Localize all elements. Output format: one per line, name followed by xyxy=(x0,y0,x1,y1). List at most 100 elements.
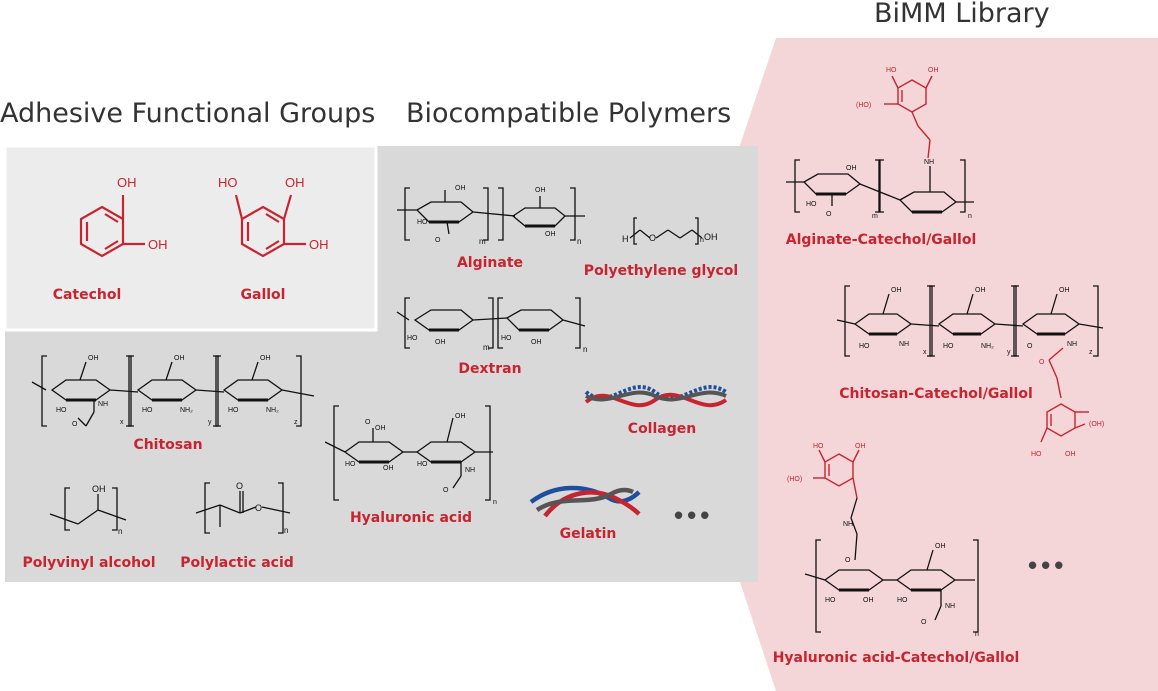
svg-text:OH: OH xyxy=(846,165,857,172)
oh-label: OH xyxy=(148,237,168,252)
svg-text:z: z xyxy=(1089,349,1093,356)
gallol-label: Gallol xyxy=(240,287,286,303)
svg-text:NH₂: NH₂ xyxy=(981,343,994,350)
collagen-graphic xyxy=(584,385,728,408)
svg-text:HO: HO xyxy=(1031,451,1042,458)
svg-text:O: O xyxy=(255,503,262,513)
svg-text:OH: OH xyxy=(435,339,446,346)
svg-text:OH: OH xyxy=(855,443,866,450)
svg-text:x: x xyxy=(120,419,124,426)
pva-label: Polyvinyl alcohol xyxy=(22,555,156,571)
svg-text:OH: OH xyxy=(935,543,946,550)
svg-text:O: O xyxy=(826,211,832,218)
svg-text:NH: NH xyxy=(945,603,955,610)
svg-text:m: m xyxy=(479,237,486,246)
svg-text:OH: OH xyxy=(383,465,394,472)
svg-text:HO: HO xyxy=(886,67,897,74)
svg-text:OH: OH xyxy=(891,287,902,294)
gelatin-label: Gelatin xyxy=(559,526,617,542)
svg-text:OH: OH xyxy=(928,67,939,74)
svg-text:OH: OH xyxy=(535,187,546,194)
svg-text:HO: HO xyxy=(943,343,954,350)
svg-text:x: x xyxy=(923,349,927,356)
gelatin-graphic xyxy=(529,485,641,518)
svg-text:z: z xyxy=(294,419,298,426)
polymers-panel xyxy=(5,146,758,582)
svg-text:n: n xyxy=(577,237,581,246)
catechol-label: Catechol xyxy=(52,287,122,303)
svg-text:m: m xyxy=(872,213,878,220)
svg-text:HO: HO xyxy=(56,407,67,414)
svg-text:(OH): (OH) xyxy=(1089,421,1104,428)
svg-text:HO: HO xyxy=(501,335,512,342)
svg-text:m: m xyxy=(483,343,490,352)
pva-structure: OH n xyxy=(49,484,127,536)
svg-text:HO: HO xyxy=(859,343,870,350)
hyaluronic-label: Hyaluronic acid xyxy=(349,510,473,526)
svg-text:NH: NH xyxy=(1067,341,1077,348)
oh-label: OH xyxy=(309,237,329,252)
dextran-structure: HO OH HO OH m n xyxy=(396,297,587,354)
hyaluronic-catechol-label: Hyaluronic acid-Catechol/Gallol xyxy=(772,650,1020,666)
svg-text:HO: HO xyxy=(897,597,908,604)
library-panel xyxy=(740,38,1158,691)
svg-text:O: O xyxy=(649,233,656,243)
svg-text:OH: OH xyxy=(863,597,874,604)
svg-text:O: O xyxy=(236,481,243,491)
peg-label: Polyethylene glycol xyxy=(583,263,739,279)
svg-text:n: n xyxy=(700,237,704,244)
svg-text:OH: OH xyxy=(375,425,386,432)
svg-text:HO: HO xyxy=(345,461,356,468)
svg-text:n: n xyxy=(493,499,497,506)
svg-text:OH: OH xyxy=(1065,451,1076,458)
oh-label: OH xyxy=(117,175,137,190)
svg-text:NH: NH xyxy=(924,159,934,166)
pla-label: Polylactic acid xyxy=(180,555,294,571)
svg-text:NH₂: NH₂ xyxy=(180,407,193,414)
svg-text:NH₂: NH₂ xyxy=(266,407,279,414)
adhesive-heading: Adhesive Functional Groups xyxy=(0,98,376,129)
svg-text:OH: OH xyxy=(704,232,718,242)
svg-text:OH: OH xyxy=(545,231,556,238)
svg-text:O: O xyxy=(72,421,78,428)
svg-text:O: O xyxy=(1027,343,1033,350)
svg-text:OH: OH xyxy=(1059,287,1070,294)
svg-text:NH: NH xyxy=(899,341,909,348)
svg-text:HO: HO xyxy=(417,461,428,468)
catechol-structure: OH OH xyxy=(79,175,168,258)
collagen-label: Collagen xyxy=(627,421,697,437)
svg-text:n: n xyxy=(975,631,979,638)
svg-text:HO: HO xyxy=(417,219,428,226)
pla-structure: O O n xyxy=(195,481,291,535)
svg-text:n: n xyxy=(118,527,122,536)
svg-text:OH: OH xyxy=(174,355,185,362)
svg-text:n: n xyxy=(968,213,972,220)
svg-text:HO: HO xyxy=(806,201,817,208)
alginate-structure: OH HO O OH OH m n xyxy=(397,185,585,246)
svg-text:O: O xyxy=(845,557,851,564)
gallol-structure: HO OH OH xyxy=(218,175,329,258)
svg-text:O: O xyxy=(443,487,449,494)
alginate-label: Alginate xyxy=(456,255,524,271)
library-more: ••• xyxy=(1028,550,1068,580)
svg-text:H: H xyxy=(622,234,629,244)
svg-text:n: n xyxy=(284,526,288,535)
svg-text:O: O xyxy=(921,619,927,626)
chitosan-label: Chitosan xyxy=(133,437,203,453)
svg-text:HO: HO xyxy=(407,335,418,342)
svg-text:O: O xyxy=(1039,359,1045,366)
svg-text:HO: HO xyxy=(813,443,824,450)
svg-text:OH: OH xyxy=(88,355,99,362)
svg-text:OH: OH xyxy=(975,287,986,294)
adhesive-panel xyxy=(3,144,378,332)
svg-text:NH: NH xyxy=(465,467,475,474)
svg-text:HO: HO xyxy=(228,407,239,414)
oh-label: OH xyxy=(285,175,305,190)
svg-text:OH: OH xyxy=(455,413,466,420)
svg-text:OH: OH xyxy=(92,484,106,494)
alginate-catechol-label: Alginate-Catechol/Gallol xyxy=(785,232,977,248)
